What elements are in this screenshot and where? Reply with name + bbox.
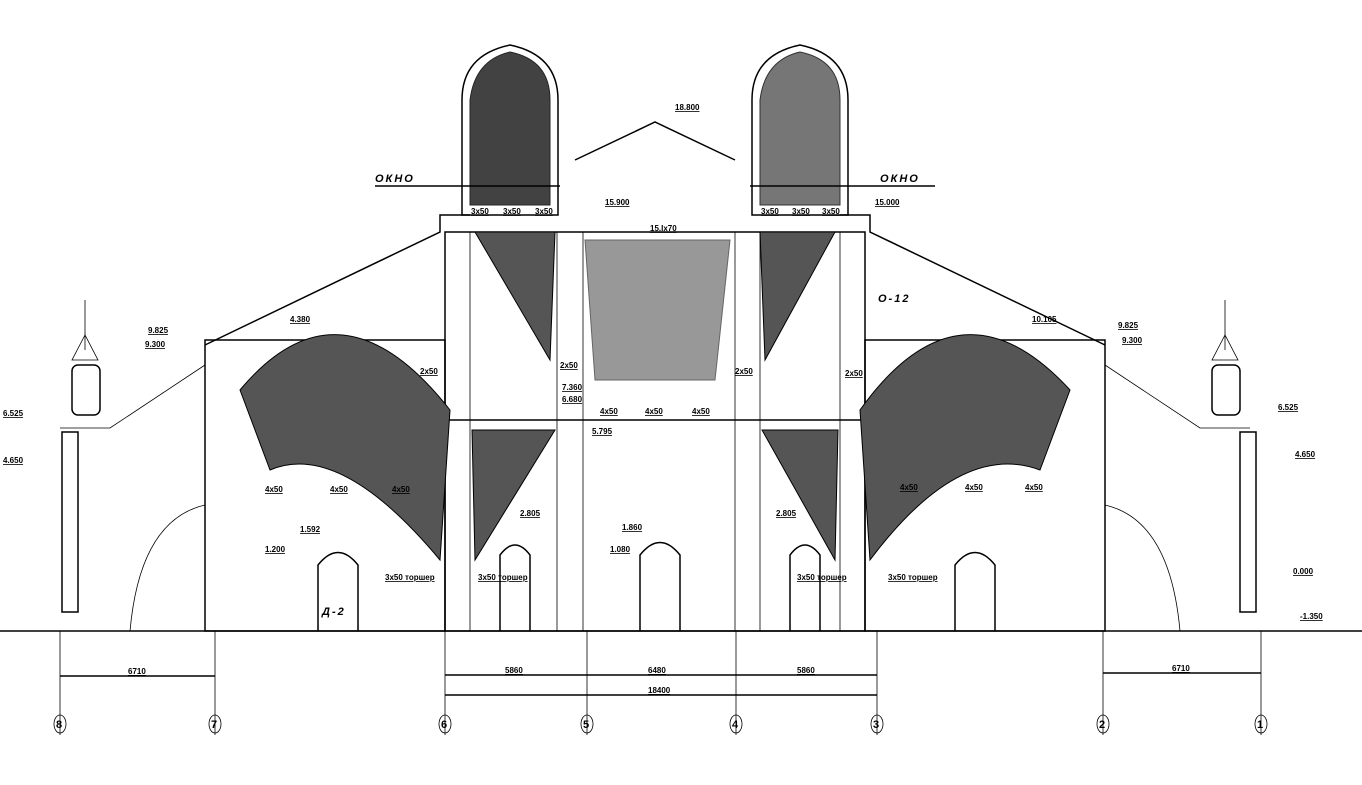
- drawing-label: 4x50: [645, 407, 663, 416]
- drawing-label: 0.000: [1293, 567, 1314, 576]
- dimensions: 6710 6710 5860 6480 5860 18400: [59, 631, 1262, 735]
- drawing-label: 1.860: [622, 523, 643, 532]
- drawing-label: 5: [583, 719, 589, 731]
- drawing-label: 15.000: [875, 198, 900, 207]
- walls: [129, 231, 1181, 632]
- drawing-label: 6.525: [3, 409, 24, 418]
- doors: [317, 541, 996, 631]
- drawing-label: 9.825: [148, 326, 169, 335]
- drawing-label: 3x50 торшер: [888, 573, 938, 582]
- drawing-label: 3x50: [792, 207, 810, 216]
- window-label: ОКНО: [880, 173, 920, 185]
- drawing-label: 6480: [648, 666, 666, 675]
- drawing-label: 3x50: [761, 207, 779, 216]
- roof: [60, 121, 1250, 429]
- drawing-label: 6.680: [562, 395, 583, 404]
- minarets: [61, 300, 1257, 613]
- drawing-label: 2x50: [845, 369, 863, 378]
- labels: ОКНО ОКНО 18.800 15.900 15.000 15.Ix70 9…: [3, 103, 1323, 621]
- drawing-label: 7.360: [562, 383, 583, 392]
- window-label: ОКНО: [375, 173, 415, 185]
- drawing-label: 3x50: [822, 207, 840, 216]
- drawing-label: 2.805: [776, 509, 797, 518]
- drawing-label: 5860: [505, 666, 523, 675]
- drawing-label: 4.650: [3, 456, 24, 465]
- axis-markers: 8 7 6 5 4 3 2 1: [53, 714, 1268, 734]
- drawing-label: 3x50 торшер: [797, 573, 847, 582]
- drawing-label: 6710: [1172, 664, 1190, 673]
- towers: [375, 44, 935, 216]
- drawing-label: 8: [56, 719, 62, 731]
- domes: [239, 231, 1071, 562]
- drawing-label: 9.300: [145, 340, 166, 349]
- drawing-label: 4x50: [330, 485, 348, 494]
- drawing-label: 4.650: [1295, 450, 1316, 459]
- window-mark: О-12: [878, 293, 910, 305]
- drawing-label: 7: [211, 719, 217, 731]
- drawing-label: 1.200: [265, 545, 286, 554]
- drawing-label: -1.350: [1300, 612, 1323, 621]
- drawing-label: 3x50 торшер: [478, 573, 528, 582]
- drawing-label: 3: [873, 719, 879, 731]
- drawing-label: 1.080: [610, 545, 631, 554]
- drawing-label: 15.Ix70: [650, 224, 677, 233]
- drawing-label: 3x50 торшер: [385, 573, 435, 582]
- drawing-label: 2x50: [735, 367, 753, 376]
- drawing-label: 3x50: [535, 207, 553, 216]
- drawing-label: 18.800: [675, 103, 700, 112]
- drawing-label: 3x50: [471, 207, 489, 216]
- drawing-label: 9.825: [1118, 321, 1139, 330]
- drawing-label: 6.525: [1278, 403, 1299, 412]
- drawing-label: 4x50: [965, 483, 983, 492]
- drawing-label: 6710: [128, 667, 146, 676]
- door-mark: Д-2: [321, 606, 346, 618]
- drawing-label: 9.300: [1122, 336, 1143, 345]
- drawing-label: 4: [732, 719, 739, 731]
- drawing-label: 18400: [648, 686, 671, 695]
- drawing-label: 3x50: [503, 207, 521, 216]
- drawing-label: 4x50: [600, 407, 618, 416]
- drawing-label: 4x50: [900, 483, 918, 492]
- drawing-label: 2x50: [420, 367, 438, 376]
- drawing-label: 4x50: [692, 407, 710, 416]
- drawing-label: 15.900: [605, 198, 630, 207]
- drawing-label: 1.592: [300, 525, 321, 534]
- drawing-label: 1: [1257, 719, 1263, 731]
- drawing-label: 4x50: [1025, 483, 1043, 492]
- drawing-label: 2: [1099, 719, 1105, 731]
- drawing-label: 5860: [797, 666, 815, 675]
- drawing-label: 2x50: [560, 361, 578, 370]
- drawing-label: 4.380: [290, 315, 311, 324]
- drawing-label: 2.805: [520, 509, 541, 518]
- drawing-label: 4x50: [265, 485, 283, 494]
- drawing-label: 4x50: [392, 485, 410, 494]
- drawing-label: 6: [441, 719, 447, 731]
- drawing-label: 10.105: [1032, 315, 1057, 324]
- drawing-label: 5.795: [592, 427, 613, 436]
